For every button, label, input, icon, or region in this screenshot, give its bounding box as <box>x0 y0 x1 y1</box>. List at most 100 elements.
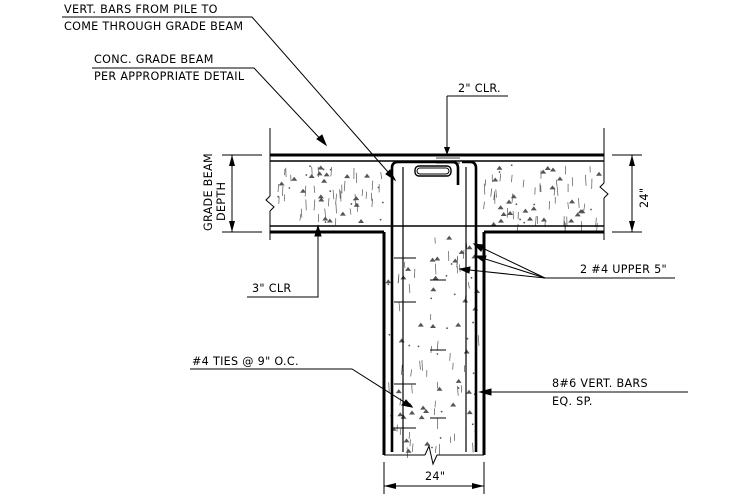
concrete-speckle <box>483 201 485 210</box>
concrete-speckle <box>409 410 416 415</box>
concrete-speckle <box>446 327 448 330</box>
grade-beam-depth-label-2: DEPTH <box>215 182 228 221</box>
concrete-speckle <box>459 264 461 272</box>
concrete-speckle <box>470 276 473 279</box>
pile-width-dimension <box>383 462 485 494</box>
concrete-speckle <box>397 276 400 284</box>
concrete-speckle <box>420 405 427 410</box>
concrete-speckle <box>353 202 360 207</box>
concrete-speckle <box>398 338 405 343</box>
concrete-speckle <box>462 249 465 259</box>
concrete-speckle <box>492 177 499 182</box>
pile-width-dimension-label: 24" <box>425 470 445 483</box>
concrete-speckle <box>449 352 451 361</box>
concrete-speckle <box>304 185 307 197</box>
vert-bars-count-label: 8#6 VERT. BARS <box>552 377 648 390</box>
concrete-speckle <box>527 216 534 221</box>
concrete-speckle <box>436 353 439 355</box>
concrete-speckle <box>277 195 280 198</box>
concrete-speckle <box>322 168 325 171</box>
concrete-speckle <box>544 165 551 170</box>
concrete-speckle <box>472 321 474 324</box>
concrete-speckle <box>590 208 592 211</box>
concrete-speckle <box>450 402 457 407</box>
concrete-speckle <box>500 211 507 216</box>
concrete-speckle <box>423 408 430 413</box>
concrete-speckle <box>493 191 495 201</box>
concrete-speckle <box>431 446 433 449</box>
concrete-speckle <box>490 188 493 197</box>
concrete-speckle <box>446 235 453 240</box>
concrete-speckle <box>457 387 460 389</box>
concrete-speckle <box>434 256 441 261</box>
concrete-speckle <box>430 287 437 292</box>
concrete-speckle <box>556 186 559 196</box>
concrete-speckle <box>387 283 390 286</box>
leader-lines <box>62 16 688 408</box>
pile-vertical-bars <box>390 160 478 452</box>
vert-bars-from-pile-label: VERT. BARS FROM PILE TO <box>64 3 218 16</box>
concrete-speckle <box>332 189 335 200</box>
concrete-speckle <box>429 323 436 328</box>
concrete-speckle <box>323 172 330 177</box>
concrete-speckle <box>299 213 302 221</box>
concrete-speckle <box>453 293 456 296</box>
concrete-speckle <box>519 218 522 221</box>
concrete-speckle <box>344 174 351 179</box>
concrete-speckle <box>535 215 537 227</box>
concrete-speckle <box>550 167 557 172</box>
concrete-speckle <box>377 186 380 189</box>
grade-beam-outline <box>265 128 609 240</box>
concrete-speckle <box>408 284 411 294</box>
concrete-speckle <box>497 205 504 210</box>
concrete-speckle <box>379 218 382 221</box>
two-inch-clear-label: 2" CLR. <box>458 82 501 95</box>
concrete-speckle <box>540 217 547 222</box>
pile-outline <box>382 232 486 466</box>
concrete-speckle <box>350 203 353 205</box>
concrete-speckle <box>477 335 480 346</box>
concrete-speckle <box>468 281 470 289</box>
concrete-speckle <box>511 193 514 203</box>
concrete-speckle <box>516 223 519 232</box>
upper-bars-label: 2 #4 UPPER 5" <box>580 263 667 276</box>
concrete-speckle <box>458 249 465 254</box>
concrete-speckle <box>455 378 462 383</box>
concrete-speckle <box>450 263 453 265</box>
concrete-speckle <box>335 193 337 205</box>
concrete-speckle <box>445 274 448 277</box>
concrete-speckle <box>497 218 504 223</box>
concrete-speckle <box>498 171 501 173</box>
concrete-speckle <box>471 423 474 426</box>
concrete-speckle <box>408 431 410 439</box>
concrete-speckle <box>495 189 497 198</box>
concrete-speckle <box>321 178 328 183</box>
concrete-speckle <box>439 437 442 439</box>
concrete-speckle <box>382 201 384 204</box>
concrete-speckle <box>324 208 326 219</box>
concrete-speckle <box>349 208 352 215</box>
concrete-speckle <box>405 448 412 453</box>
concrete-hatch <box>277 164 602 458</box>
concrete-speckle <box>522 208 529 213</box>
concrete-speckle <box>419 360 421 370</box>
concrete-speckle <box>329 190 332 193</box>
concrete-speckle <box>505 199 512 204</box>
three-inch-clear-label: 3" CLR <box>252 282 291 295</box>
concrete-speckle <box>398 302 401 312</box>
per-appropriate-detail-label: PER APPROPRIATE DETAIL <box>94 70 245 83</box>
concrete-speckle <box>578 198 580 208</box>
concrete-speckle <box>278 181 285 186</box>
concrete-speckle <box>424 441 431 446</box>
concrete-speckle <box>322 216 329 221</box>
right-depth-dimension <box>612 154 642 233</box>
concrete-speckle <box>288 187 291 189</box>
concrete-speckle <box>436 386 443 391</box>
concrete-speckle <box>291 176 298 181</box>
concrete-speckle <box>530 206 537 211</box>
concrete-speckle <box>515 203 518 206</box>
concrete-speckle <box>430 297 433 300</box>
concrete-speckle <box>335 203 337 214</box>
concrete-speckle <box>324 221 327 223</box>
concrete-speckle <box>300 188 307 193</box>
